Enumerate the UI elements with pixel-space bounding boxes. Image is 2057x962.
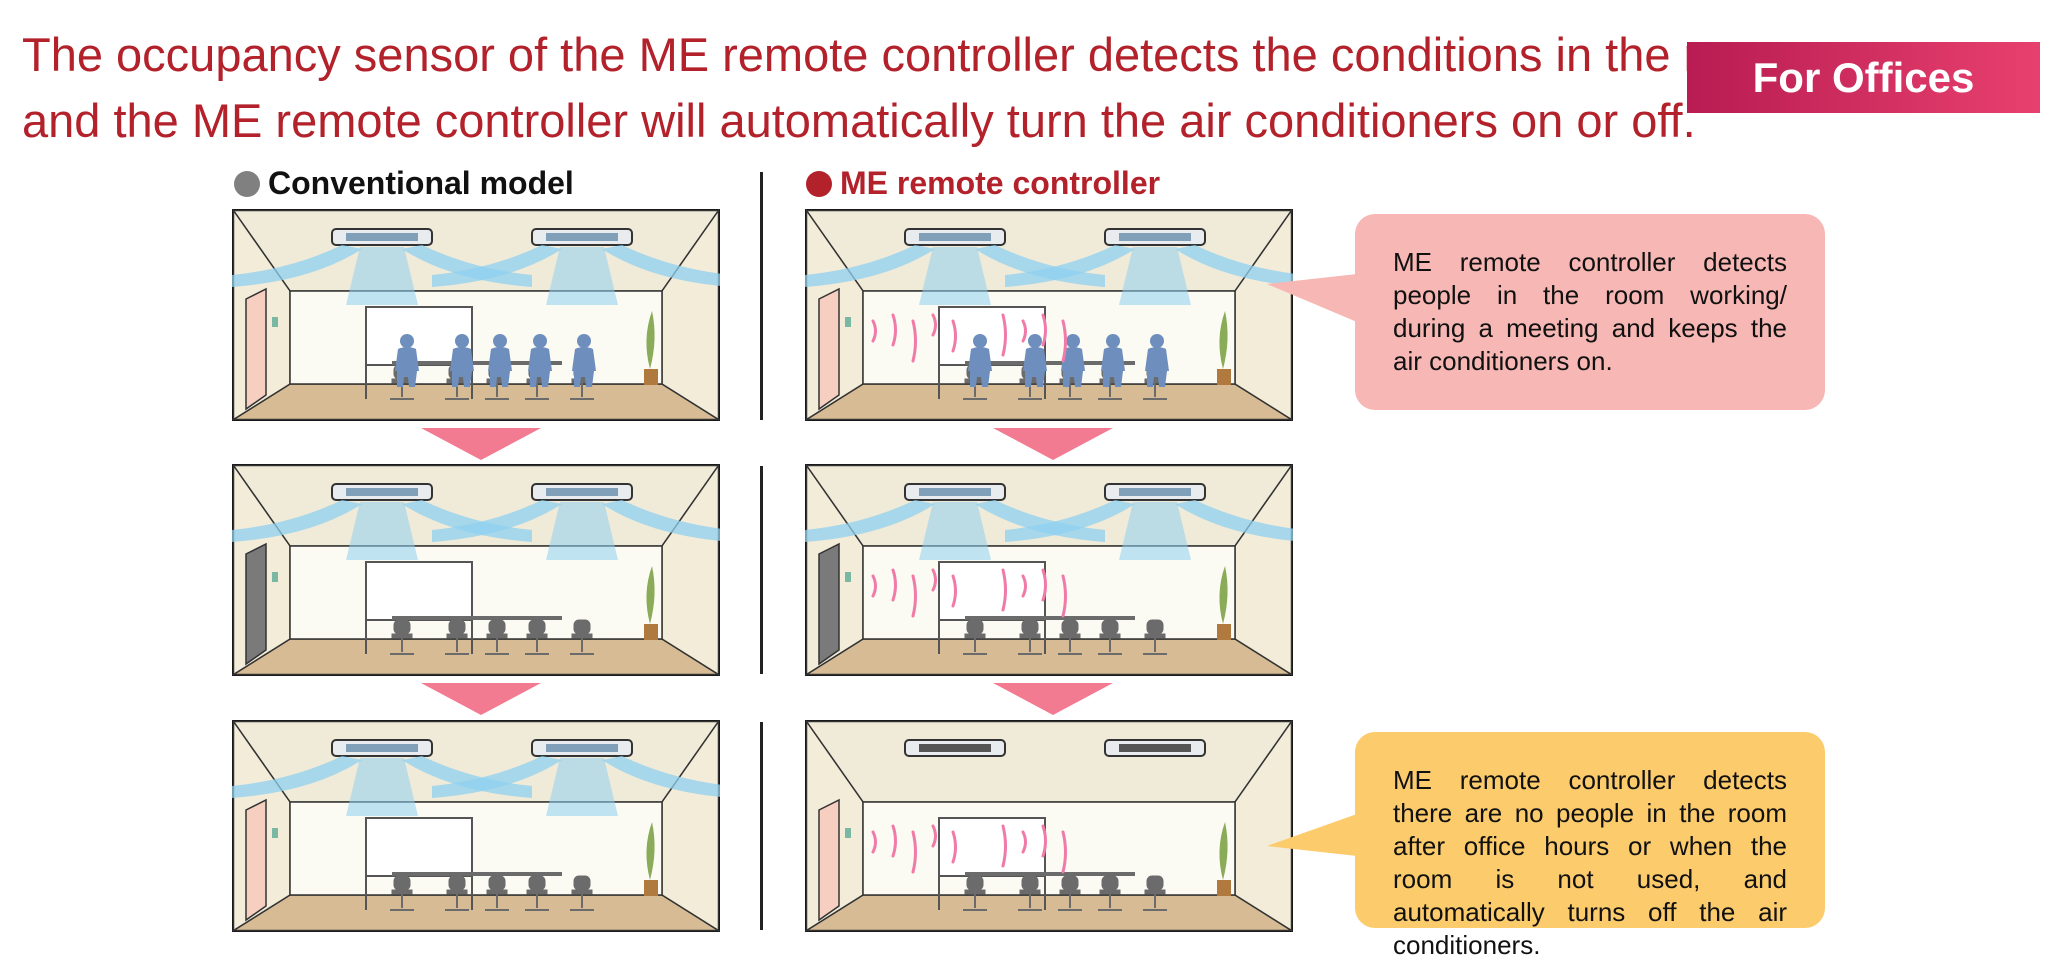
room-conventional-empty bbox=[232, 464, 720, 676]
callout-pointer bbox=[1267, 274, 1357, 322]
down-arrow-icon bbox=[421, 428, 541, 460]
room-me-empty bbox=[805, 464, 1293, 676]
room-conventional-occupied bbox=[232, 209, 720, 421]
callout-vacant: ME remote controller detects there are n… bbox=[1355, 732, 1825, 928]
callout-occupied-text: ME remote controller detects people in t… bbox=[1393, 246, 1787, 378]
me-remote-controller-title: ME remote controller bbox=[806, 165, 1160, 202]
me-remote-controller-label: ME remote controller bbox=[840, 165, 1160, 202]
headline-line-1: The occupancy sensor of the ME remote co… bbox=[22, 22, 1682, 88]
down-arrow-icon bbox=[421, 683, 541, 715]
column-divider bbox=[760, 722, 763, 930]
room-me-occupied bbox=[805, 209, 1293, 421]
red-bullet-icon bbox=[806, 171, 832, 197]
down-arrow-icon bbox=[993, 683, 1113, 715]
room-me-after-hours bbox=[805, 720, 1293, 932]
headline: The occupancy sensor of the ME remote co… bbox=[22, 22, 1682, 154]
conventional-model-label: Conventional model bbox=[268, 165, 574, 202]
conventional-model-title: Conventional model bbox=[234, 165, 574, 202]
for-offices-badge: For Offices bbox=[1687, 42, 2040, 113]
callout-occupied: ME remote controller detects people in t… bbox=[1355, 214, 1825, 410]
callout-pointer bbox=[1267, 814, 1357, 856]
grey-bullet-icon bbox=[234, 171, 260, 197]
column-divider bbox=[760, 172, 763, 420]
callout-vacant-text: ME remote controller detects there are n… bbox=[1393, 764, 1787, 962]
room-conventional-after-hours bbox=[232, 720, 720, 932]
column-divider bbox=[760, 466, 763, 674]
down-arrow-icon bbox=[993, 428, 1113, 460]
headline-line-2: and the ME remote controller will automa… bbox=[22, 88, 1682, 154]
